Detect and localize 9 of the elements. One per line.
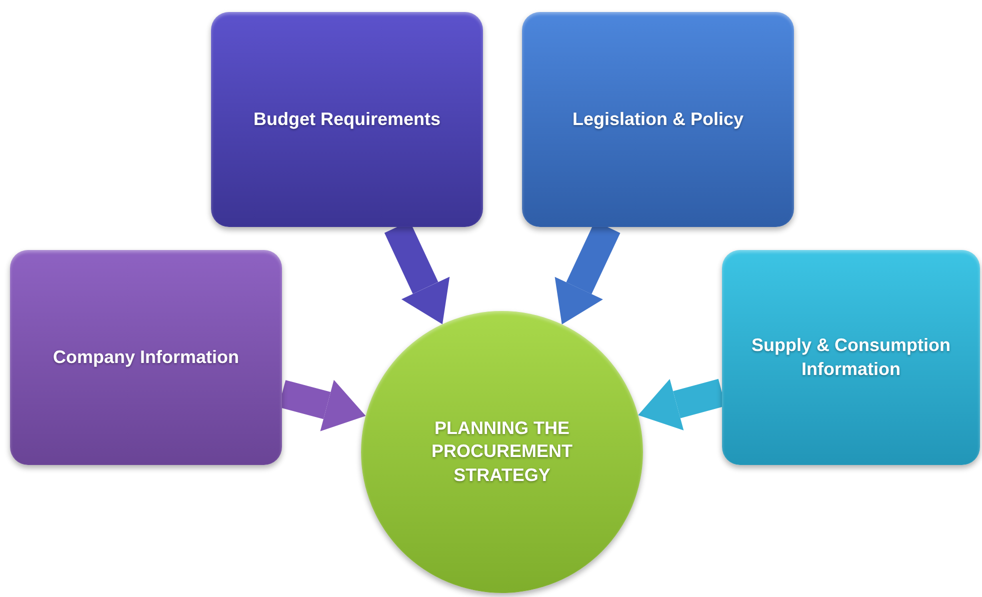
input-box xyxy=(10,250,282,465)
box-label: Legislation & Policy xyxy=(572,108,744,131)
title-label: PLANNING THE PROCUREMENT STRATEGY xyxy=(430,416,574,487)
input-box xyxy=(522,12,794,227)
box-label: Supply & Consumption Information xyxy=(750,334,952,380)
box-label: Company Information xyxy=(52,346,239,369)
input-box xyxy=(722,250,980,465)
box-label: Budget Requirements xyxy=(253,108,441,131)
input-box xyxy=(211,12,483,227)
